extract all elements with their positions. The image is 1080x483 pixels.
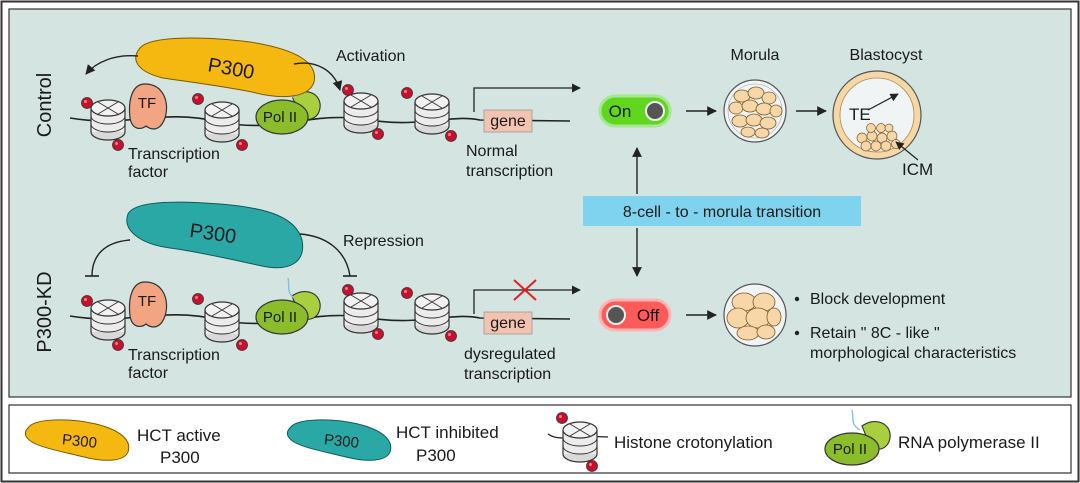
crotonyl-mark-icon xyxy=(236,139,248,151)
outcome-bullet-2-line-1: Retain " 8C - like " xyxy=(810,325,940,342)
crotonyl-mark-icon xyxy=(401,287,413,299)
gene-label: gene xyxy=(490,113,526,130)
bullet-icon xyxy=(794,330,800,336)
icm-label: ICM xyxy=(902,160,933,179)
crotonyl-mark-icon xyxy=(445,130,457,142)
knockdown-row: TF Pol II P300 Repression Transcription … xyxy=(69,201,1016,383)
legend-p300-active-icon-label: P300 xyxy=(61,431,98,452)
legend-p300-active-icon xyxy=(24,419,130,461)
nucleosome-icon xyxy=(343,292,379,334)
legend-pol-ii-icon-label: Pol II xyxy=(833,441,867,458)
tf-label: TF xyxy=(138,293,156,310)
legend-histone-label: Histone crotonylation xyxy=(614,433,773,452)
switch-knob-icon xyxy=(645,101,665,121)
row-label-control: Control xyxy=(34,73,56,137)
transcription-arrow xyxy=(473,285,581,314)
p300-inhibited-shape xyxy=(126,201,304,269)
gene-caption-line-1: dysregulated xyxy=(464,346,556,363)
te-pointer-arrow xyxy=(867,93,899,111)
legend-pol-ii-icon xyxy=(824,432,880,466)
tf-shape xyxy=(128,281,168,328)
transition-label: 8-cell - to - morula transition xyxy=(623,204,821,221)
nucleosome-icon xyxy=(90,299,126,341)
crotonyl-mark-icon xyxy=(372,328,384,340)
legend-p300-inhibited-icon-label: P300 xyxy=(323,431,360,452)
crotonyl-mark-icon xyxy=(342,84,354,96)
crotonyl-mark-icon xyxy=(112,139,124,151)
transcription-arrow xyxy=(473,83,581,112)
blastocyst-label: Blastocyst xyxy=(850,47,923,64)
tf-caption-line-1: Transcription xyxy=(128,146,220,163)
gene-label: gene xyxy=(490,315,526,332)
pol-ii-shape xyxy=(255,99,309,135)
tf-caption-line-1: Transcription xyxy=(128,347,220,364)
repression-label: Repression xyxy=(343,233,424,250)
legend-p300-inhibited-icon xyxy=(286,419,392,461)
tf-caption-line-2: factor xyxy=(128,164,169,181)
tf-caption-line-2: factor xyxy=(128,365,169,382)
nucleosome-icon xyxy=(414,293,450,335)
switch-knob-icon xyxy=(606,305,626,325)
on-switch-label: On xyxy=(609,102,632,121)
curved-arrow-left xyxy=(85,55,139,75)
pol-ii-label: Pol II xyxy=(263,109,297,126)
gene-box xyxy=(483,311,533,335)
legend-histone-icon xyxy=(562,421,598,463)
crotonyl-mark-icon xyxy=(192,93,204,105)
legend-inhibited-line-1: HCT inhibited xyxy=(396,423,499,442)
legend: P300 HCT active P300 P300 HCT inhibited … xyxy=(24,409,1040,472)
icm-cells xyxy=(856,123,901,152)
nucleosome-icon xyxy=(343,92,379,134)
legend-panel xyxy=(8,404,1072,474)
tf-shape xyxy=(128,83,168,130)
control-row: TF Pol II P300 Activation Transcription … xyxy=(69,37,933,181)
outcome-bullet-2-line-2: morphological characteristics xyxy=(810,345,1016,362)
inhibition-arrow-right xyxy=(299,233,351,277)
crotonyl-mark-icon xyxy=(192,293,204,305)
off-switch-label: Off xyxy=(637,306,660,325)
inhibition-arrow-left xyxy=(91,239,131,277)
curved-arrow-right xyxy=(293,62,343,91)
blocked-cross-icon xyxy=(513,279,537,301)
crotonyl-mark-icon xyxy=(556,412,568,424)
legend-inhibited-line-2: P300 xyxy=(416,446,456,465)
crotonyl-mark-icon xyxy=(586,460,598,472)
crotonyl-mark-icon xyxy=(112,339,124,351)
nucleosome-icon xyxy=(204,301,240,343)
activation-label: Activation xyxy=(336,48,405,65)
crotonyl-mark-icon xyxy=(236,339,248,351)
gene-caption-line-2: transcription xyxy=(466,163,553,180)
nucleosome-icon xyxy=(90,99,126,141)
legend-active-line-1: HCT active xyxy=(137,426,221,445)
crotonyl-mark-icon xyxy=(81,295,93,307)
crotonyl-mark-icon xyxy=(372,128,384,140)
gene-box xyxy=(483,109,533,133)
pol-ii-label: Pol II xyxy=(263,309,297,326)
legend-active-line-2: P300 xyxy=(160,448,200,467)
crotonyl-mark-icon xyxy=(401,87,413,99)
crotonyl-mark-icon xyxy=(81,97,93,109)
row-label-knockdown: P300-KD xyxy=(34,271,56,352)
outcome-bullet-1: Block development xyxy=(810,291,946,308)
transition-box xyxy=(583,196,861,226)
gene-caption-line-1: Normal xyxy=(466,143,518,160)
rna-strand xyxy=(287,277,295,299)
gene-caption-line-2: transcription xyxy=(464,366,551,383)
icm-pointer-arrow xyxy=(895,141,919,161)
nucleosome-icon xyxy=(204,101,240,143)
nucleosome-icon xyxy=(414,93,450,135)
pol-ii-shape xyxy=(255,299,309,335)
morula-label: Morula xyxy=(731,47,780,64)
legend-polymerase-label: RNA polymerase II xyxy=(898,433,1040,452)
te-label: TE xyxy=(849,105,871,124)
crotonyl-mark-icon xyxy=(445,330,457,342)
bullet-icon xyxy=(794,296,800,302)
tf-label: TF xyxy=(138,95,156,112)
transition: 8-cell - to - morula transition xyxy=(583,147,861,277)
crotonyl-mark-icon xyxy=(342,284,354,296)
p300-active-shape xyxy=(135,37,316,98)
